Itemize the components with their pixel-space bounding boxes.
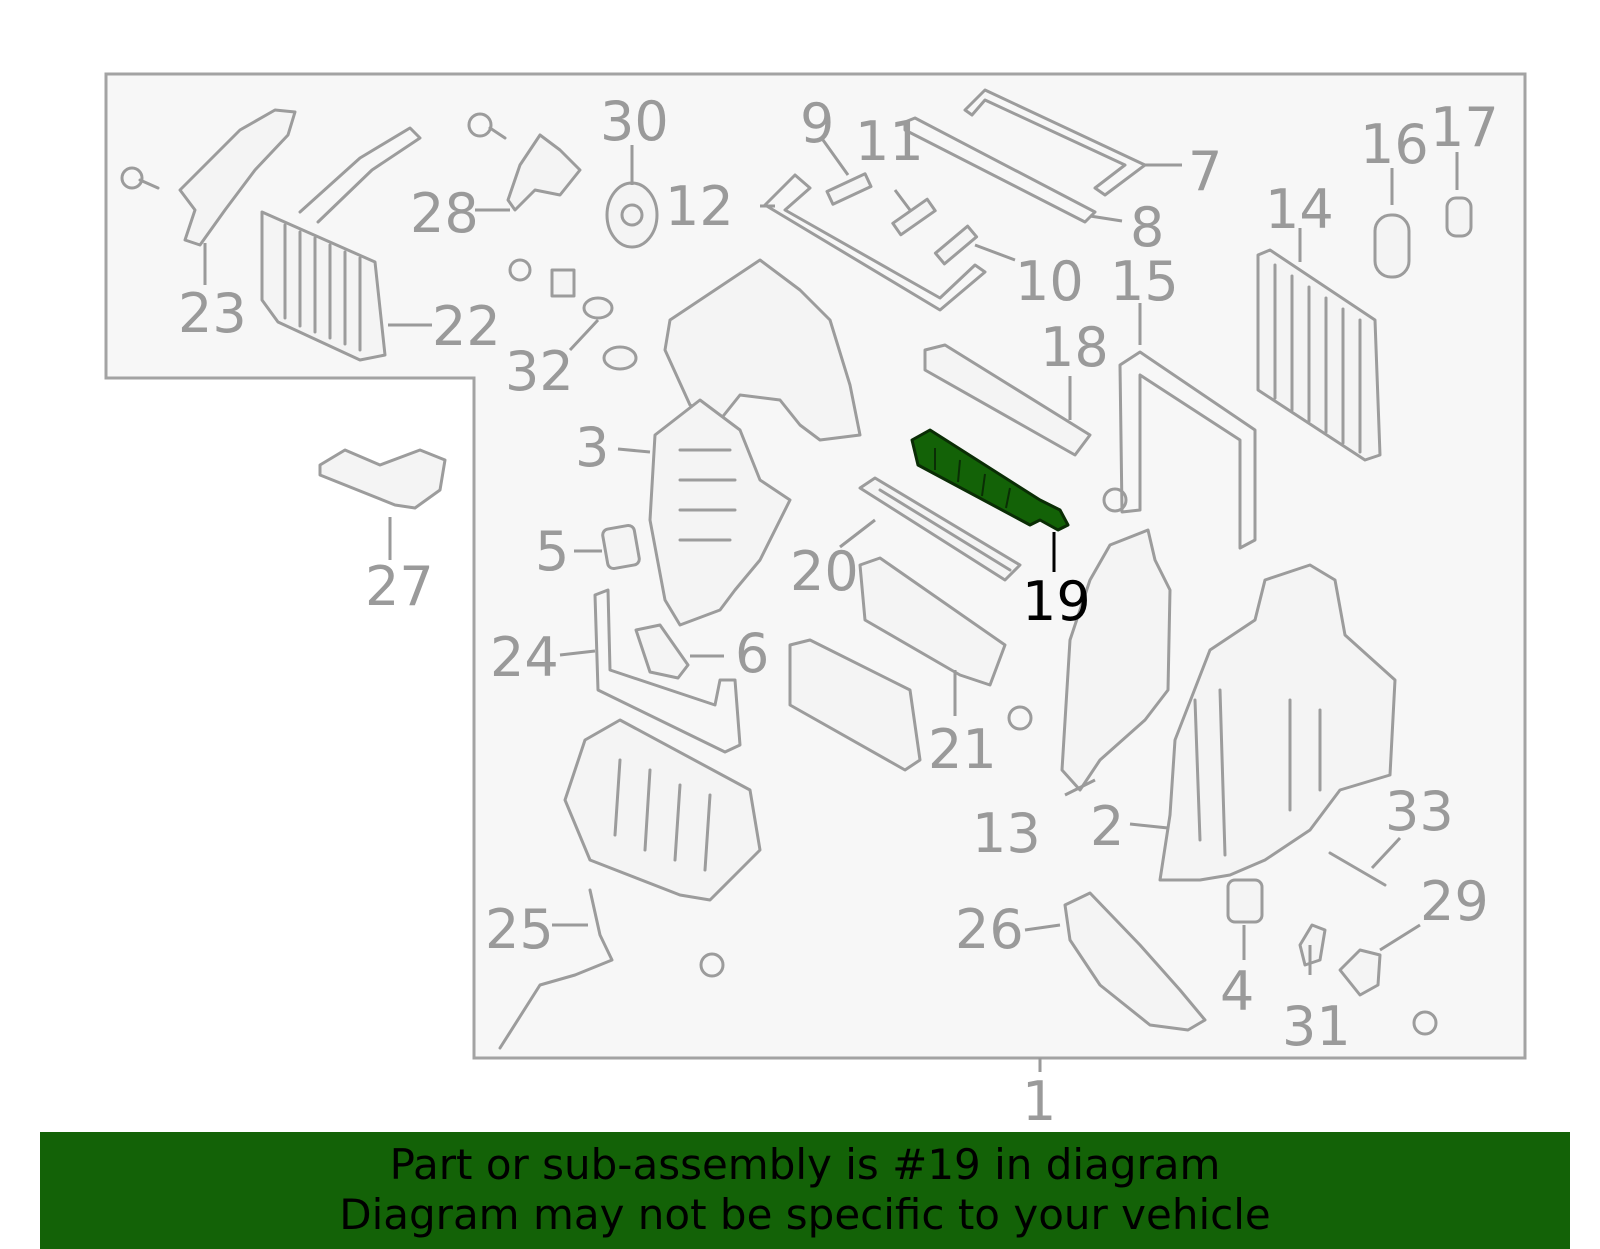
- part-25-drain-hose[interactable]: [498, 888, 614, 1050]
- part-27-duct[interactable]: [318, 448, 447, 510]
- callout-29: 29: [1420, 870, 1489, 933]
- callout-30: 30: [600, 90, 669, 153]
- callout-5: 5: [535, 520, 569, 583]
- callout-labels: 1 2 3 4 5 6 7 8 9 10 11 12 13 14 15 16 1…: [178, 90, 1499, 1133]
- part-28-actuator[interactable]: [467, 112, 582, 212]
- callout-10: 10: [1015, 250, 1084, 313]
- callout-17: 17: [1430, 96, 1499, 159]
- part-14-evaporator[interactable]: [1256, 248, 1382, 462]
- banner-line-1: Part or sub-assembly is #19 in diagram: [389, 1140, 1221, 1189]
- callout-25: 25: [485, 898, 554, 961]
- callout-32: 32: [505, 340, 574, 403]
- part-16-grommet[interactable]: [1373, 213, 1411, 279]
- callout-33: 33: [1385, 780, 1454, 843]
- callout-2: 2: [1090, 795, 1124, 858]
- callout-4: 4: [1220, 960, 1254, 1023]
- callout-11: 11: [855, 110, 924, 173]
- part-24-frame[interactable]: [593, 588, 742, 754]
- leader-lines: [203, 139, 1459, 1072]
- part-26-duct[interactable]: [1063, 891, 1207, 1032]
- callout-9: 9: [800, 92, 834, 155]
- part-30-motor[interactable]: [605, 181, 659, 249]
- callout-26: 26: [955, 898, 1024, 961]
- part-33-bolt[interactable]: [1328, 851, 1387, 887]
- banner-line-2: Diagram may not be specific to your vehi…: [339, 1190, 1271, 1239]
- part-5-seal[interactable]: [601, 523, 641, 571]
- part-12-seal[interactable]: [763, 173, 987, 312]
- part-3-upper-case[interactable]: [648, 258, 862, 627]
- part-2-case[interactable]: [1158, 563, 1397, 882]
- callout-22: 22: [432, 295, 501, 358]
- part-23-bracket[interactable]: [120, 108, 297, 247]
- part-15-seal[interactable]: [1118, 350, 1257, 550]
- part-32-clips[interactable]: [508, 258, 638, 371]
- part-lower-case[interactable]: [563, 718, 762, 978]
- callout-15: 15: [1110, 250, 1179, 313]
- callout-16: 16: [1360, 113, 1429, 176]
- callout-24: 24: [490, 626, 559, 689]
- callout-13: 13: [972, 802, 1041, 865]
- info-banner: Part or sub-assembly is #19 in diagram D…: [40, 1132, 1570, 1249]
- part-4-seal[interactable]: [1226, 878, 1264, 924]
- callout-7: 7: [1188, 140, 1222, 203]
- part-22-heater-core[interactable]: [260, 126, 422, 362]
- callout-19: 19: [1022, 570, 1091, 633]
- callout-1: 1: [1022, 1070, 1056, 1133]
- part-shroud[interactable]: [788, 638, 922, 772]
- part-20-door[interactable]: [858, 476, 1022, 582]
- part-10-pad[interactable]: [933, 224, 979, 266]
- part-29-sensor[interactable]: [1338, 948, 1382, 997]
- callout-23: 23: [178, 282, 247, 345]
- callout-12: 12: [665, 175, 734, 238]
- callout-8: 8: [1130, 196, 1164, 259]
- part-13-case[interactable]: [1060, 528, 1172, 792]
- part-17-clip[interactable]: [1445, 196, 1473, 238]
- callout-27: 27: [365, 555, 434, 618]
- part-19-highlighted[interactable]: [910, 428, 1070, 532]
- part-31-clip[interactable]: [1298, 923, 1327, 967]
- callout-6: 6: [735, 622, 769, 685]
- part-18-door[interactable]: [923, 343, 1092, 457]
- callout-21: 21: [928, 718, 997, 781]
- callout-28: 28: [410, 182, 479, 245]
- callout-14: 14: [1265, 178, 1334, 241]
- part-21-door[interactable]: [858, 556, 1007, 687]
- callout-3: 3: [575, 416, 609, 479]
- part-7-seal[interactable]: [963, 88, 1147, 197]
- callout-18: 18: [1040, 316, 1109, 379]
- callout-20: 20: [790, 540, 859, 603]
- part-6-seal[interactable]: [634, 623, 690, 680]
- part-11-pad[interactable]: [891, 197, 937, 237]
- part-9-pad[interactable]: [825, 172, 873, 206]
- callout-31: 31: [1282, 995, 1351, 1058]
